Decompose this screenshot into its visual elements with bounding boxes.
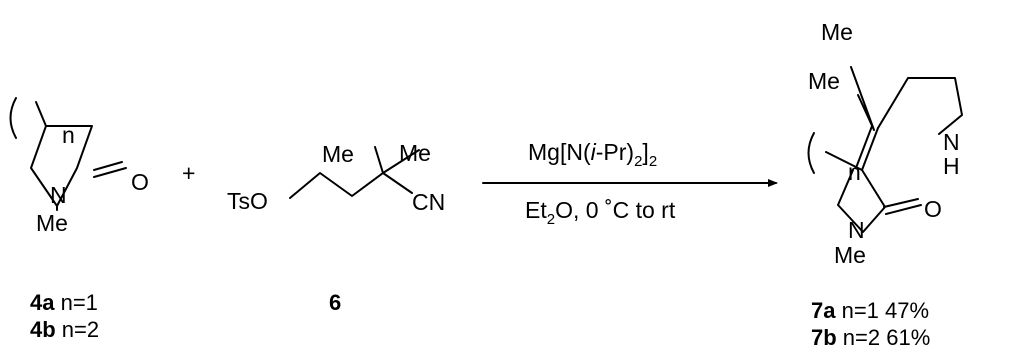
lactam-4-ring-bracket-close bbox=[35, 101, 47, 127]
lactam-4-bonds bbox=[30, 125, 127, 211]
product-7-pyrrolidine-bonds bbox=[850, 66, 963, 135]
tosylate-6-bonds bbox=[289, 146, 420, 199]
product-7-lactam-bonds bbox=[825, 151, 922, 233]
reaction-arrow-head bbox=[768, 179, 778, 187]
product-7-structure: Me Me N H n N O Me bbox=[807, 19, 963, 268]
caption-4b: 4b n=2 bbox=[30, 317, 99, 342]
reaction-arrow-group: Mg[N(i-Pr)2]2 Et2O, 0 ˚C to rt bbox=[482, 139, 778, 228]
lactam-4-nitrogen-label: N bbox=[50, 182, 67, 208]
caption-4a: 4a n=1 bbox=[30, 290, 98, 315]
caption-6: 6 bbox=[329, 290, 341, 315]
caption-7b: 7b n=2 61% bbox=[811, 325, 930, 350]
lactam-4-ring-bracket bbox=[9, 97, 17, 139]
product-7-ring-bracket bbox=[807, 132, 815, 174]
lactam-4-oxygen-label: O bbox=[131, 169, 149, 195]
tosylate-6-structure: TsO Me Me CN bbox=[227, 140, 445, 215]
product-7-exocyclic-double-bond bbox=[855, 125, 879, 171]
product-7-amine-n-label: N bbox=[943, 129, 960, 155]
plus-sign: + bbox=[182, 160, 195, 186]
product-7-methyl-label: Me bbox=[834, 242, 866, 268]
tosylate-6-methyl-label-2: Me bbox=[399, 140, 431, 166]
product-7-amine-h-label: H bbox=[943, 153, 960, 179]
product-7-methyl-label-top: Me bbox=[821, 19, 853, 45]
tosylate-6-tso-label: TsO bbox=[227, 188, 268, 214]
product-7-oxygen-label: O bbox=[924, 196, 942, 222]
reagent-line-1: Mg[N(i-Pr)2]2 bbox=[528, 139, 657, 170]
product-7-nitrogen-label: N bbox=[848, 217, 865, 243]
compound-captions: 4a n=1 4b n=2 6 7a n=1 47% 7b n=2 61% bbox=[30, 290, 930, 350]
product-7-n-label: n bbox=[848, 159, 861, 185]
lactam-4-methyl-label: Me bbox=[36, 210, 68, 236]
lactam-4-n-label: n bbox=[62, 122, 75, 148]
tosylate-6-nitrile-label: CN bbox=[412, 189, 445, 215]
caption-7a: 7a n=1 47% bbox=[811, 298, 929, 323]
lactam-4-structure: n N O Me bbox=[9, 97, 149, 236]
reagent-line-2: Et2O, 0 ˚C to rt bbox=[525, 197, 676, 228]
product-7-methyl-label-mid: Me bbox=[808, 68, 840, 94]
tosylate-6-methyl-label-1: Me bbox=[322, 141, 354, 167]
